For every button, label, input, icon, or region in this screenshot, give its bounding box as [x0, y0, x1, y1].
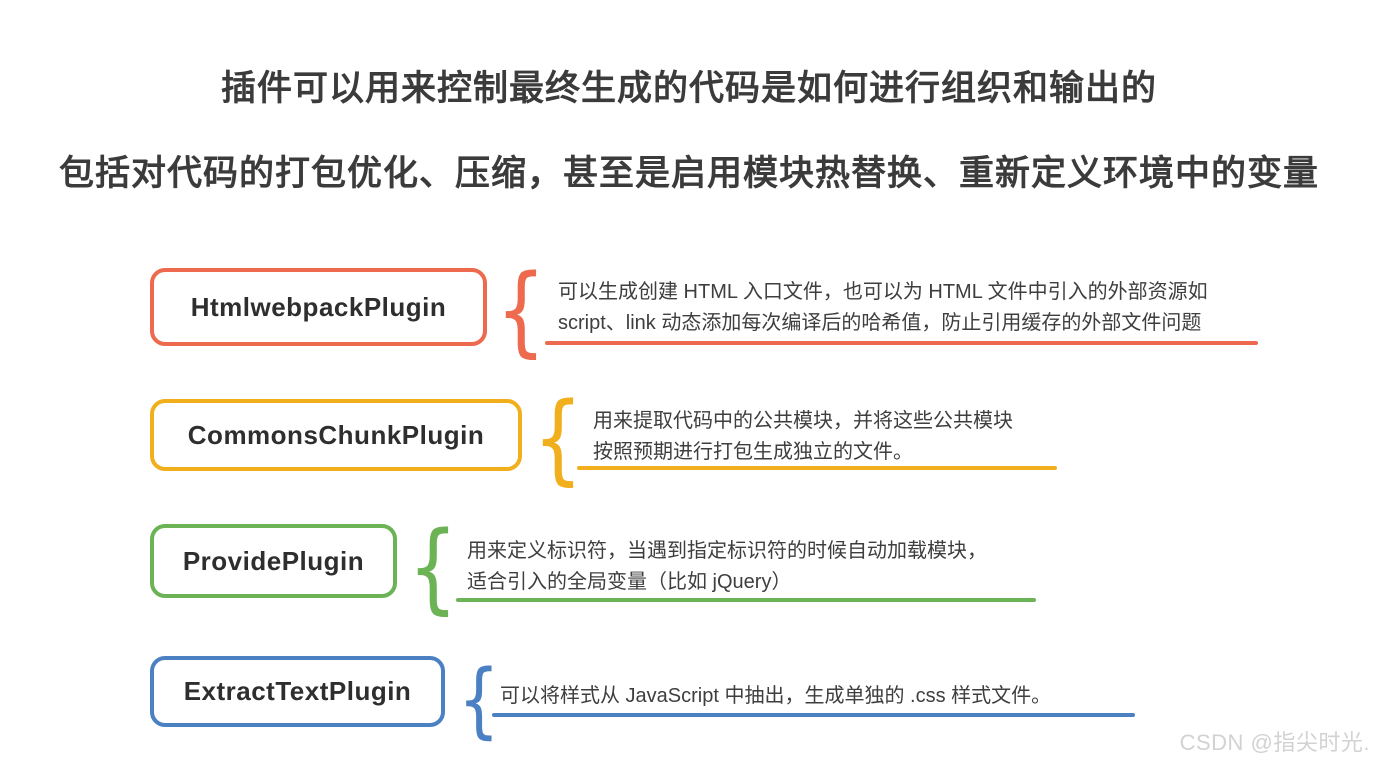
brace-icon: {	[533, 382, 583, 496]
description-line: 可以生成创建 HTML 入口文件，也可以为 HTML 文件中引入的外部资源如	[558, 281, 1208, 303]
plugin-description: 可以生成创建 HTML 入口文件，也可以为 HTML 文件中引入的外部资源如 s…	[558, 277, 1208, 339]
plugin-description: 用来定义标识符，当遇到指定标识符的时候自动加载模块， 适合引入的全局变量（比如 …	[467, 536, 987, 598]
description-line: 用来定义标识符，当遇到指定标识符的时候自动加载模块，	[467, 540, 987, 562]
description-line: 适合引入的全局变量（比如 jQuery）	[467, 571, 792, 593]
description-line: script、link 动态添加每次编译后的哈希值，防止引用缓存的外部文件问题	[558, 312, 1202, 334]
plugin-box-extracttextplugin: ExtractTextPlugin	[150, 656, 445, 727]
plugin-description: 可以将样式从 JavaScript 中抽出，生成单独的 .css 样式文件。	[500, 681, 1051, 712]
plugin-box-htmlwebpackplugin: HtmlwebpackPlugin	[150, 268, 487, 346]
brace-icon: {	[458, 653, 500, 748]
brace-icon: {	[496, 254, 546, 368]
description-line: 按照预期进行打包生成独立的文件。	[593, 441, 913, 463]
page-subtitle: 包括对代码的打包优化、压缩，甚至是启用模块热替换、重新定义环境中的变量	[58, 154, 1319, 193]
plugin-box-commonschunkplugin: CommonsChunkPlugin	[150, 399, 522, 471]
description-line: 用来提取代码中的公共模块，并将这些公共模块	[593, 410, 1013, 432]
page-title: 插件可以用来控制最终生成的代码是如何进行组织和输出的	[220, 69, 1157, 108]
underline-decoration	[577, 466, 1057, 470]
watermark: CSDN @指尖时光.	[1179, 730, 1370, 755]
brace-icon: {	[408, 511, 458, 625]
underline-decoration	[492, 713, 1135, 717]
description-line: 可以将样式从 JavaScript 中抽出，生成单独的 .css 样式文件。	[500, 685, 1052, 707]
plugin-box-provideplugin: ProvidePlugin	[150, 524, 397, 598]
underline-decoration	[456, 598, 1036, 602]
plugin-description: 用来提取代码中的公共模块，并将这些公共模块 按照预期进行打包生成独立的文件。	[593, 406, 1013, 468]
underline-decoration	[545, 341, 1258, 345]
